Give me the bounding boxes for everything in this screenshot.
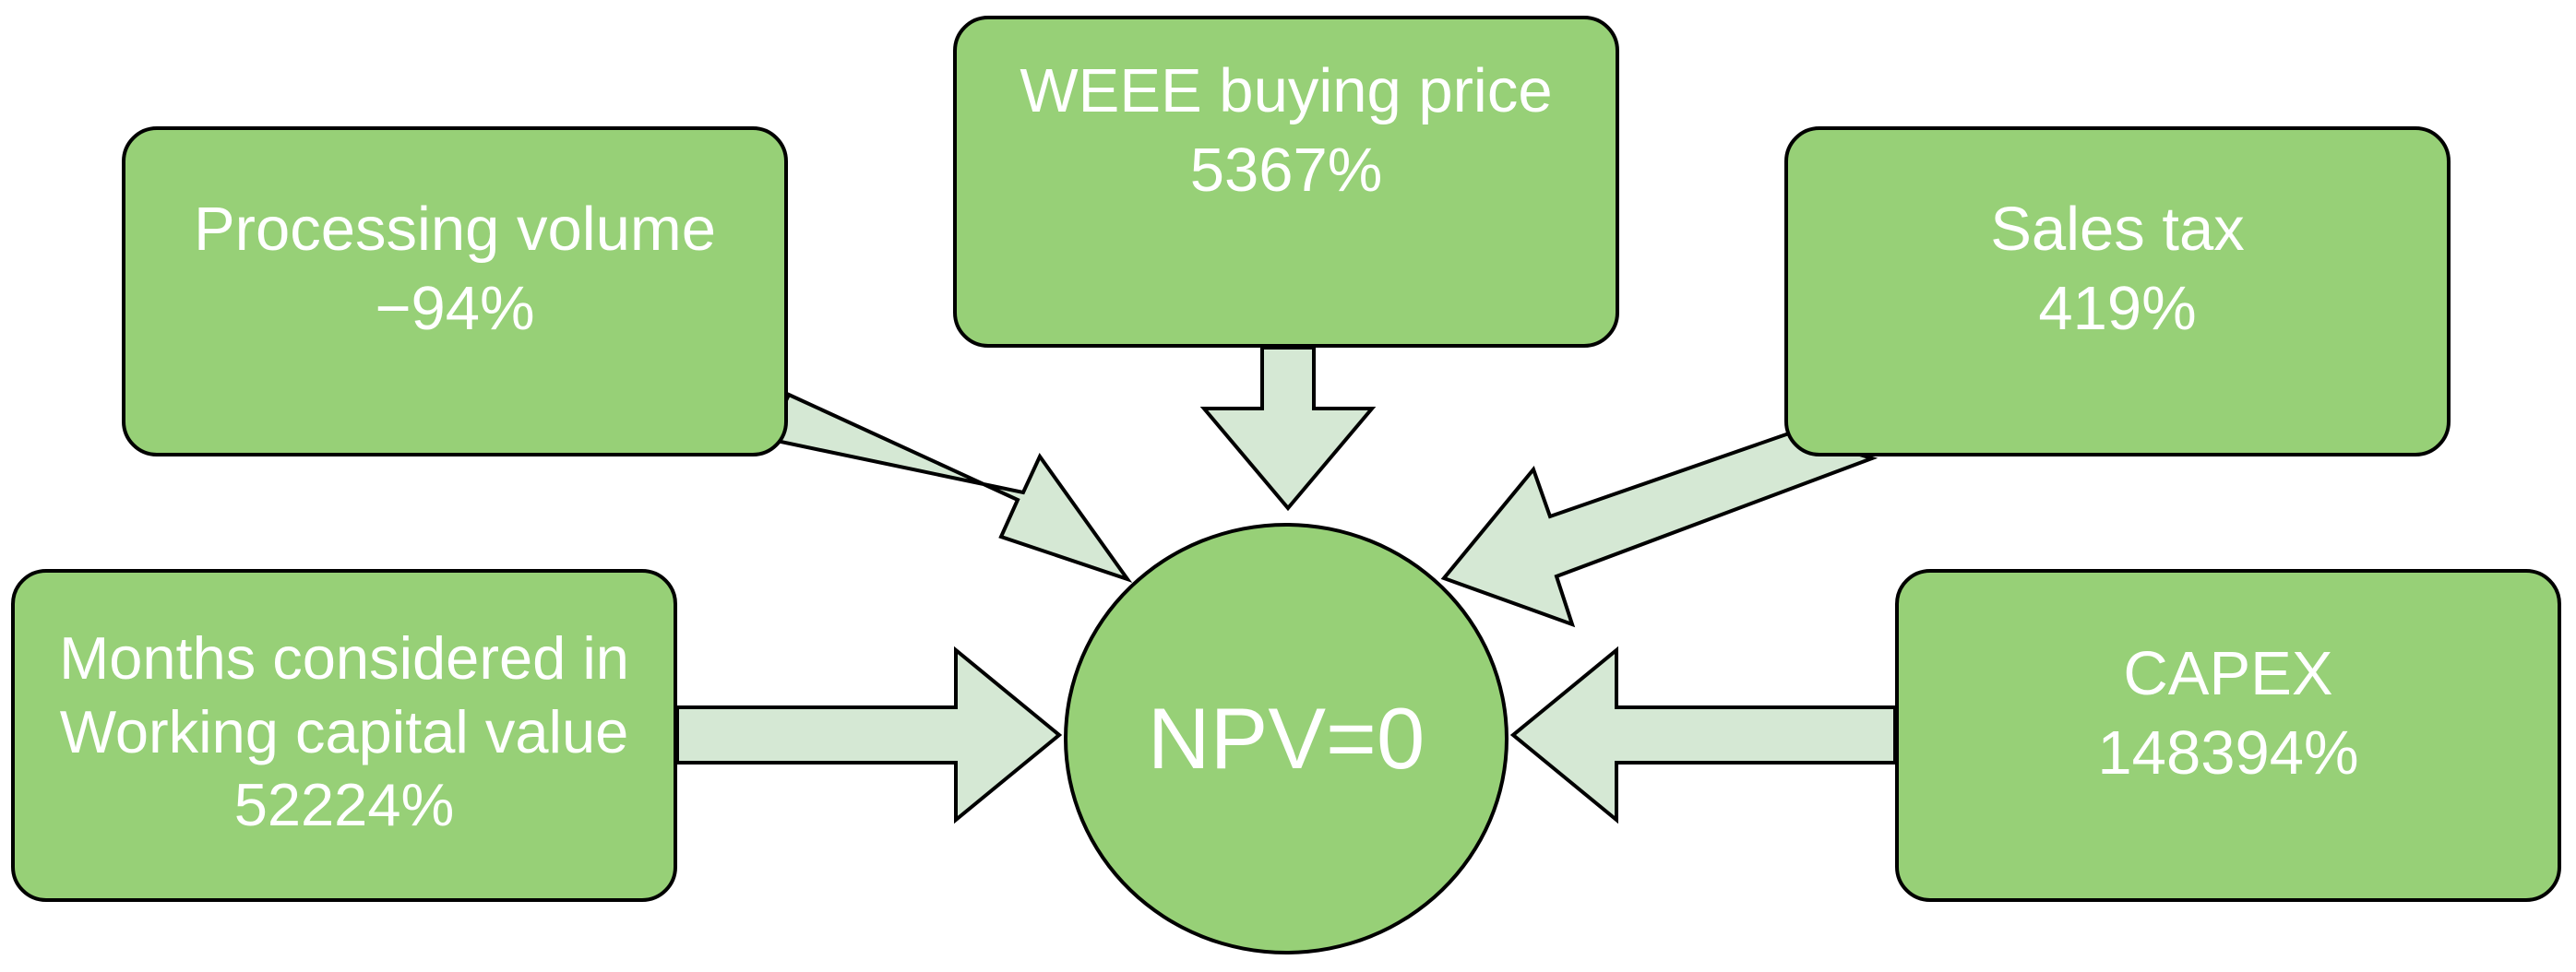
factor-value: −94% [375,274,535,343]
factor-value: 5367% [1189,136,1383,205]
npv-label: NPV=0 [1147,690,1425,787]
factor-name: CAPEX [2123,638,2333,708]
factor-box-processing-volume: Processing volume −94% [122,126,788,456]
factor-value: 419% [2038,274,2197,343]
factor-value: 52224% [233,771,455,839]
factor-box-capex: CAPEX 148394% [1895,569,2561,902]
factor-box-months-working-capital: Months considered in Working capital val… [11,569,677,902]
arrow-months-working-capital [675,646,1063,824]
arrow-sales-tax [1440,431,1878,628]
factor-name: Processing volume [193,195,717,265]
arrow-processing-volume [765,392,1133,583]
factor-name: WEEE buying price [1020,56,1553,126]
arrow-weee-buying-price [1199,346,1377,512]
factor-name: Sales tax [1990,195,2245,265]
factor-box-sales-tax: Sales tax 419% [1784,126,2451,456]
arrow-capex [1509,646,1897,824]
factor-value: 148394% [2097,717,2359,788]
factor-name-line1: Months considered in [59,623,629,692]
factor-box-weee-buying-price: WEEE buying price 5367% [953,16,1619,348]
npv-center-circle: NPV=0 [1064,523,1509,954]
factor-name-line2: Working capital value [59,697,629,765]
